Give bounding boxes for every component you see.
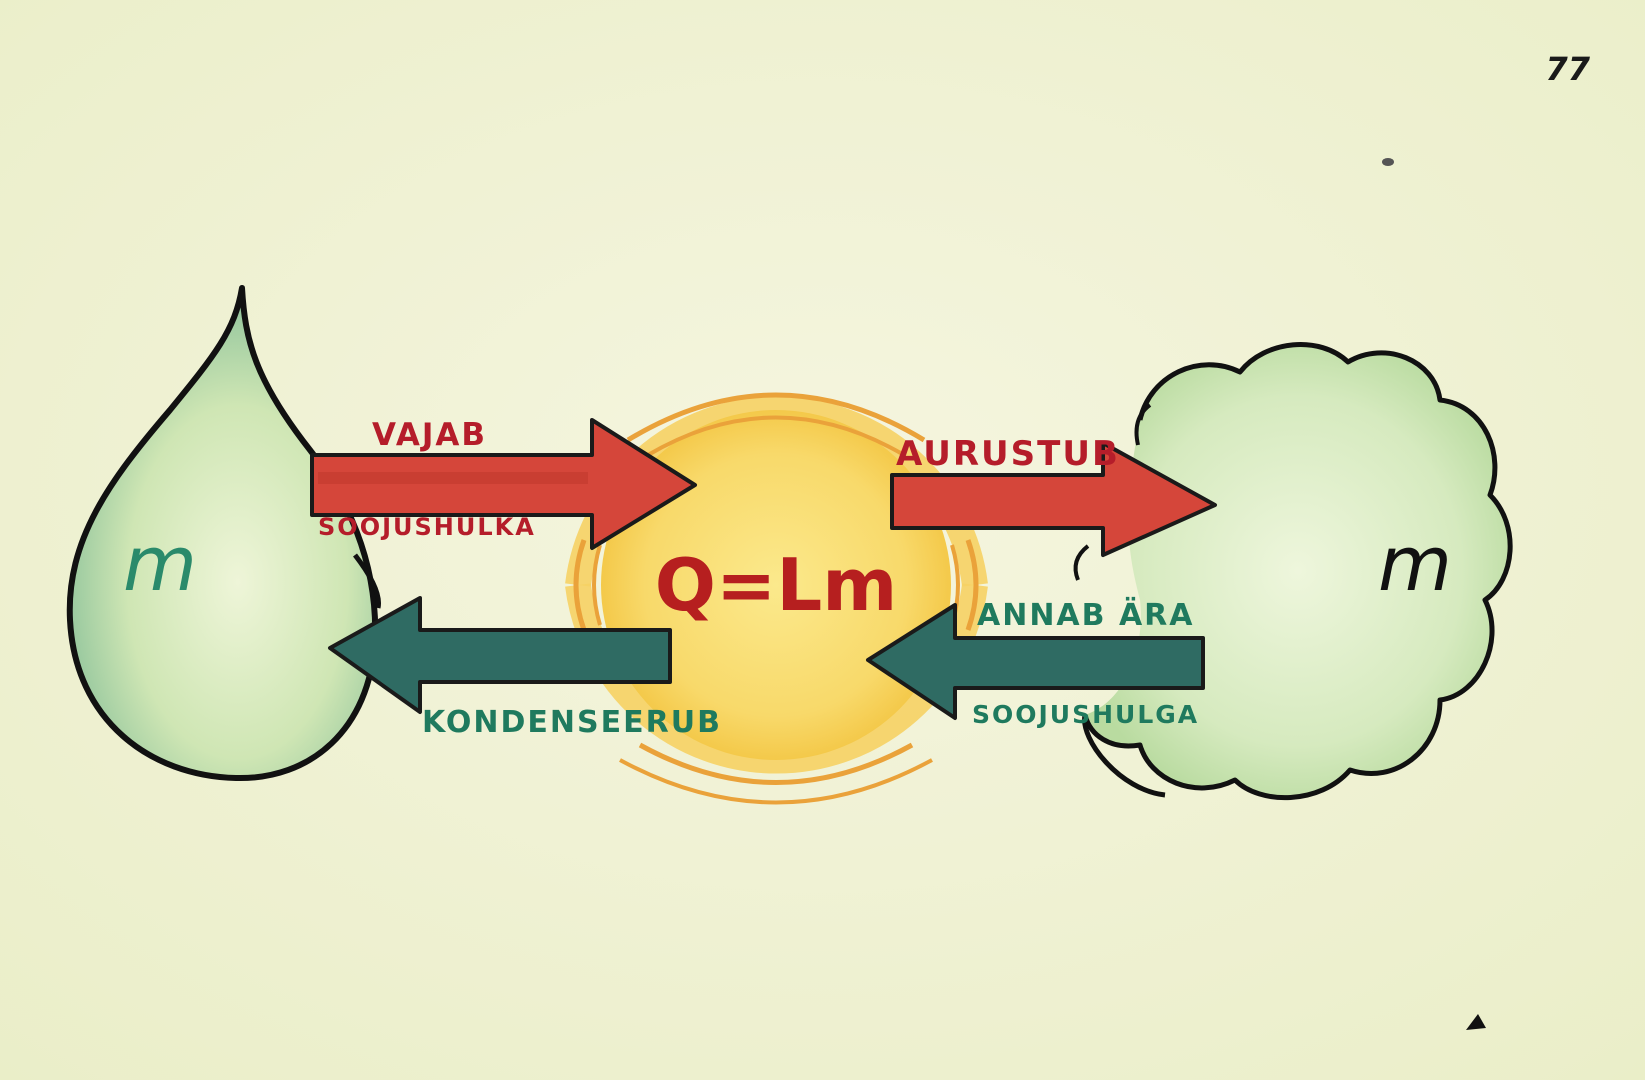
heat-release-arrow [866,603,1205,720]
soojushulka-label: SOOJUSHULKA [318,513,536,541]
latent-heat-formula: Q=Lm [655,543,897,627]
vajab-label: VAJAB [372,417,487,453]
condensation-arrow [328,596,672,714]
page-number: 77 [1545,50,1590,88]
water-drop: m [66,285,382,782]
annab-ara-label: ANNAB ÄRA [977,597,1195,633]
ink-speck [1382,158,1394,166]
evaporation-arrow [890,441,1217,557]
cloud-mass-label: m [1378,519,1452,608]
heat-absorb-arrow [310,418,697,550]
drop-mass-label: m [123,519,197,608]
kondenseerub-label: KONDENSEERUB [422,705,722,740]
aurustub-label: AURUSTUB [896,434,1120,474]
ink-speck [1466,1014,1486,1030]
soojushulga-label: SOOJUSHULGA [972,700,1199,729]
